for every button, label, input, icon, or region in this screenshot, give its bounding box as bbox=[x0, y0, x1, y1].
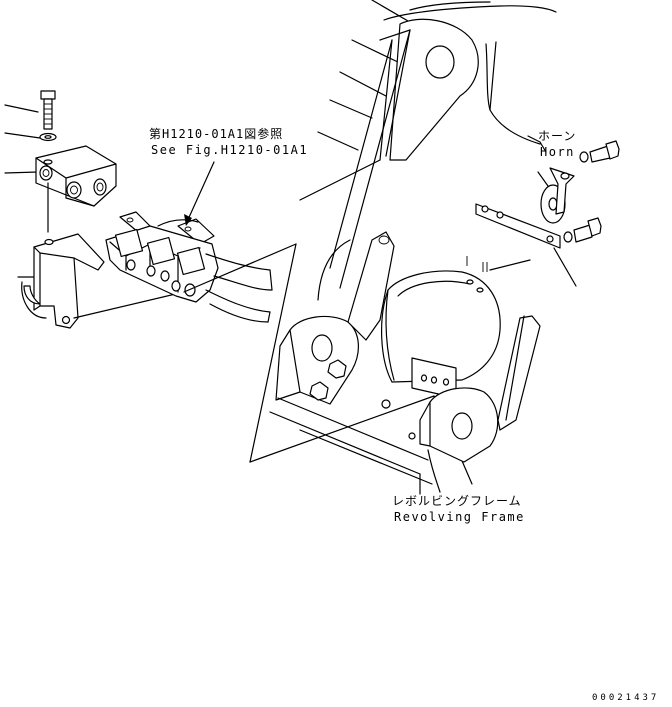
bolt-part bbox=[40, 90, 56, 130]
washer-part bbox=[39, 132, 57, 142]
bracket-part bbox=[21, 233, 185, 329]
valve-block-part bbox=[35, 145, 117, 207]
horn-bolt-upper bbox=[579, 140, 620, 163]
horn-label-jp: ホーン bbox=[538, 129, 577, 143]
reference-arrow bbox=[184, 161, 215, 226]
reference-label-jp: 第H1210-01A1図参照 bbox=[149, 127, 284, 141]
horn-bolt-lower bbox=[563, 217, 602, 243]
revolving-frame-label-jp: レボルビングフレーム bbox=[392, 494, 522, 508]
horn-label-en: Horn bbox=[540, 145, 575, 159]
left-leader-lines bbox=[4, 104, 41, 278]
revolving-frame bbox=[269, 0, 557, 495]
revolving-frame-label-en: Revolving Frame bbox=[394, 510, 525, 524]
horn-assembly bbox=[466, 135, 620, 293]
switch-assembly bbox=[105, 211, 273, 323]
document-number: 00021437 bbox=[592, 693, 660, 703]
reference-label-en: See Fig.H1210-01A1 bbox=[151, 143, 309, 157]
